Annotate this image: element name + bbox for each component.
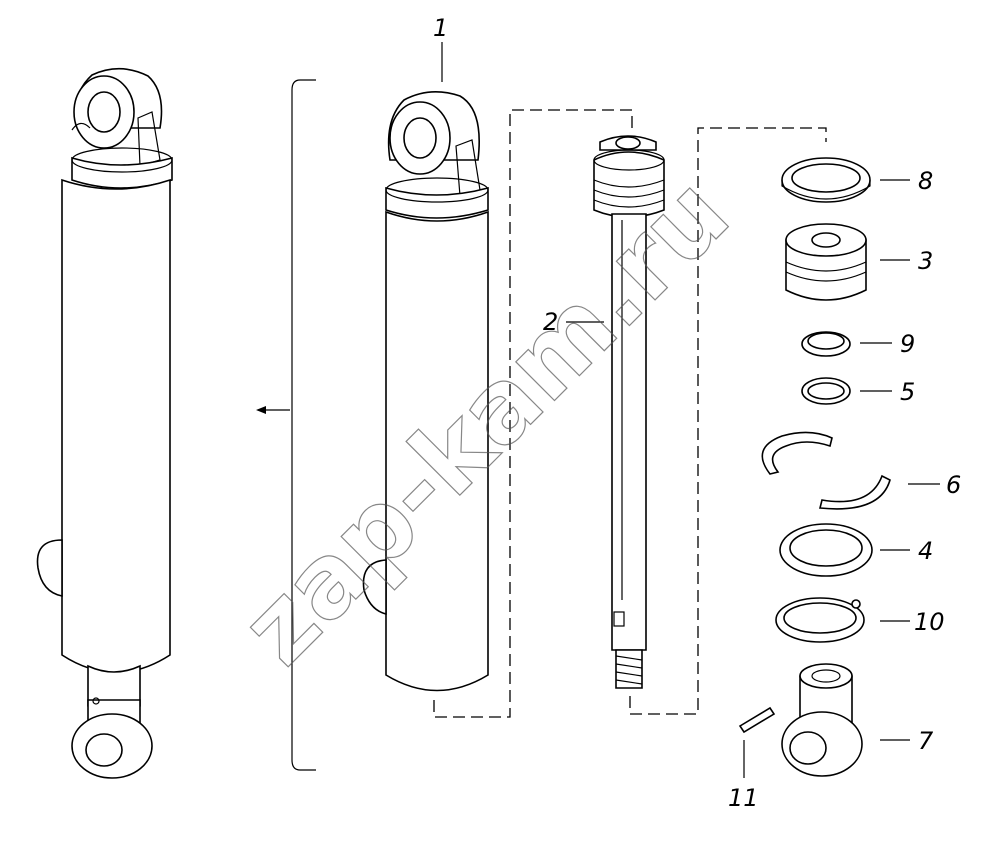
callout-6: 6 xyxy=(946,471,961,499)
callout-1: 1 xyxy=(433,14,448,42)
callout-9: 9 xyxy=(900,330,915,358)
part-5-o-ring xyxy=(801,377,851,405)
callout-5: 5 xyxy=(900,378,915,406)
callout-4: 4 xyxy=(918,537,933,565)
part-8-ring xyxy=(781,157,871,203)
part-4-ring xyxy=(779,523,873,577)
assembled-cylinder xyxy=(36,67,173,779)
callout-3: 3 xyxy=(918,247,933,275)
leader-lines xyxy=(441,42,940,778)
rod-part-2 xyxy=(593,135,665,689)
assembly-arrow xyxy=(256,406,290,414)
callout-11: 11 xyxy=(728,784,759,812)
part-9-ring xyxy=(801,331,851,357)
callout-7: 7 xyxy=(918,727,934,755)
callout-8: 8 xyxy=(918,167,933,195)
callout-2: 2 xyxy=(543,308,558,336)
callout-10: 10 xyxy=(914,608,945,636)
part-6-half-rings xyxy=(761,431,891,510)
part-10-retaining-ring xyxy=(775,597,865,643)
part-11-pin xyxy=(738,706,776,734)
part-3-gland xyxy=(785,223,867,301)
part-7-rod-end xyxy=(781,663,863,777)
dashed-bracket-barrel xyxy=(433,109,633,718)
dashed-bracket-rod xyxy=(629,127,827,715)
cylinder-barrel-part-1 xyxy=(362,91,489,692)
callout-labels: 1 2 8 3 9 5 6 4 10 7 11 xyxy=(433,14,961,812)
assembly-bracket xyxy=(291,79,316,771)
